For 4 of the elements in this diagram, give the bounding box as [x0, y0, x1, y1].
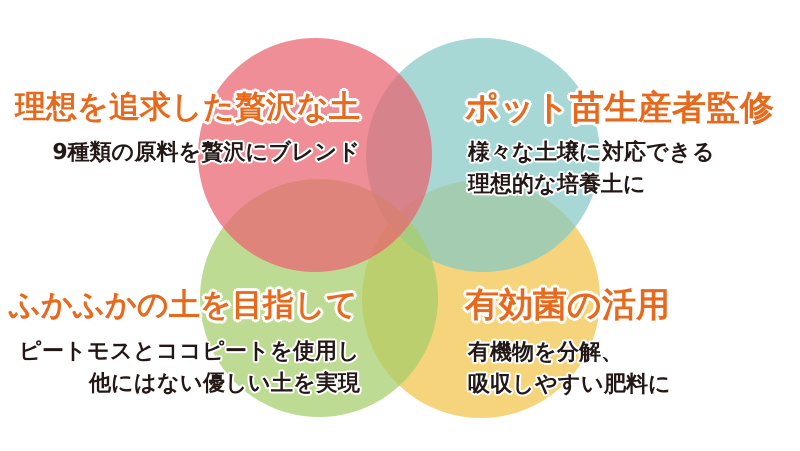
- heading: ポット苗生産者監修: [465, 87, 774, 130]
- heading: ふかふかの土を目指して: [9, 286, 358, 325]
- description: 9種類の原料を贅沢にブレンド: [52, 139, 361, 167]
- description: 様々な土壌に対応できる理想的な培養土に: [468, 138, 716, 199]
